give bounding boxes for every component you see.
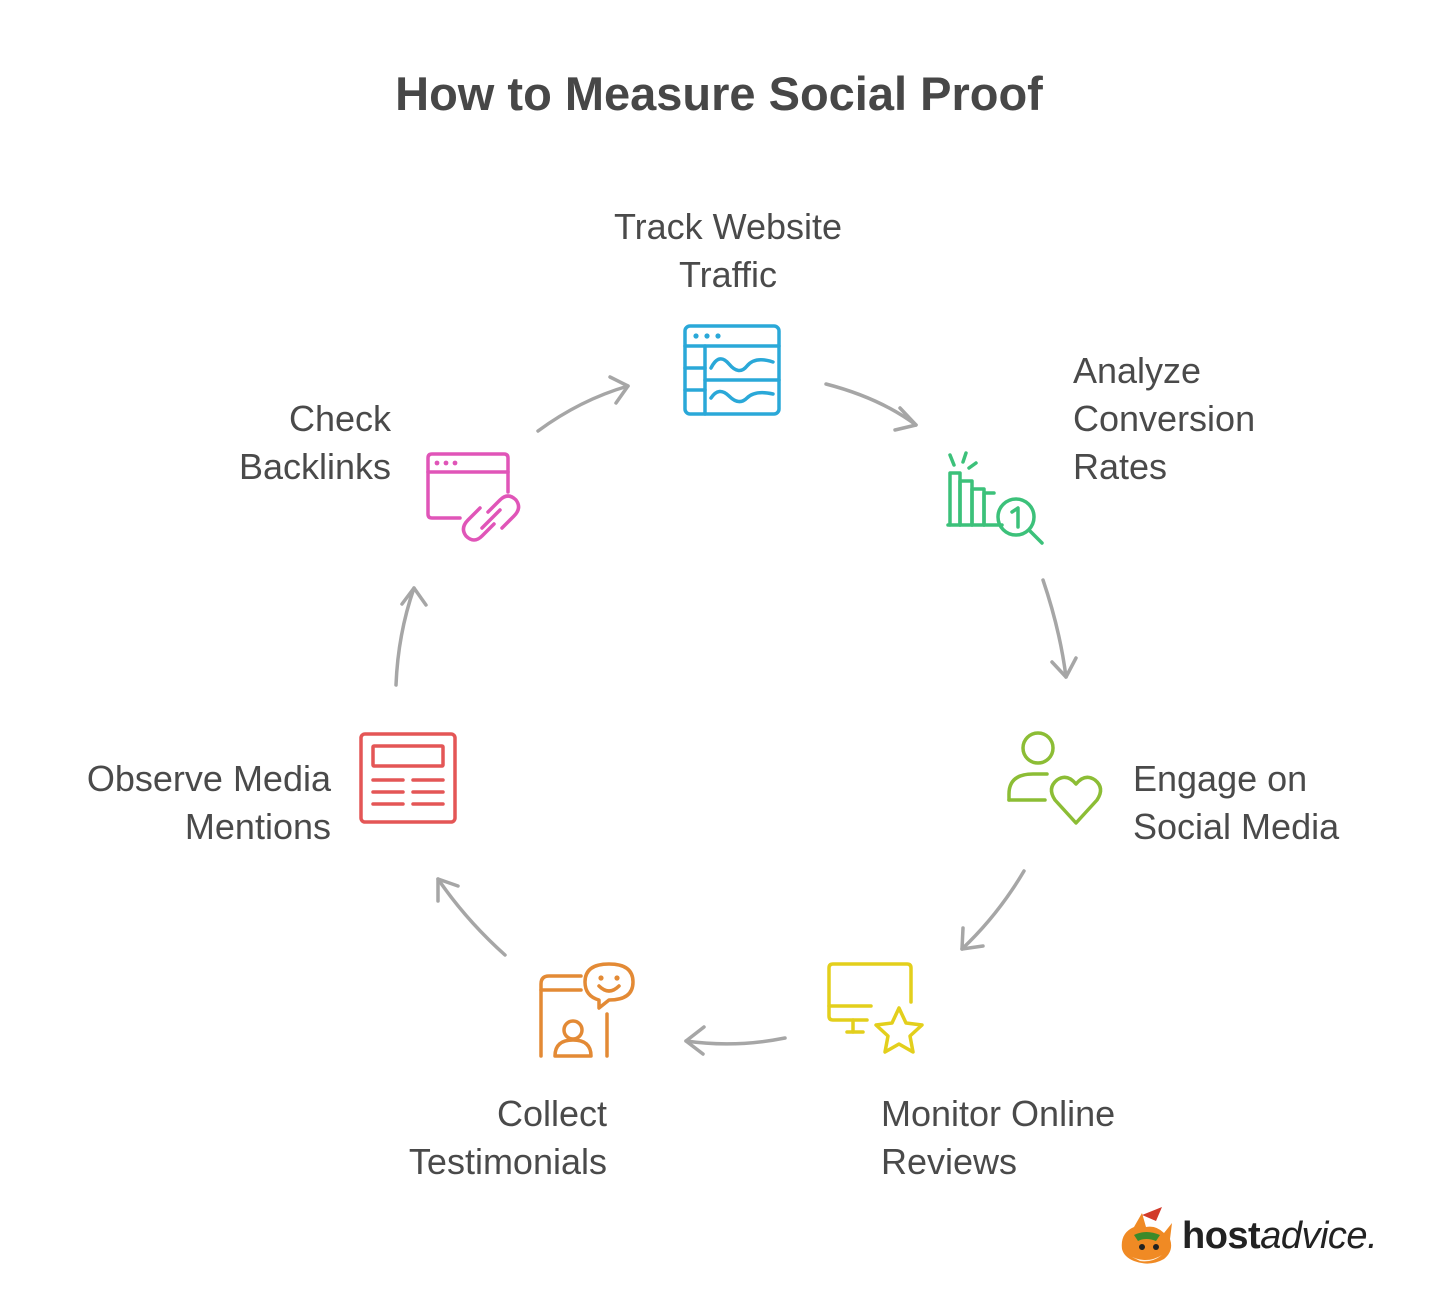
step-track-label: Track Website Traffic xyxy=(578,203,878,299)
step-track-line-2: Traffic xyxy=(678,254,777,295)
step-monitor-label: Monitor Online Reviews xyxy=(881,1090,1201,1186)
step-collect-line-1: Collect xyxy=(496,1093,607,1134)
arrow-observe-to-check xyxy=(394,586,428,687)
bar-chart-search-icon xyxy=(946,451,1044,545)
page-title: How to Measure Social Proof xyxy=(395,67,1043,120)
step-monitor-line-1: Monitor Online xyxy=(881,1093,1116,1134)
arrow-analyze-to-engage xyxy=(1041,578,1078,679)
step-analyze-label: Analyze Conversion Rates xyxy=(1073,347,1373,491)
fox-mascot-icon xyxy=(1121,1207,1172,1264)
step-observe-line-1: Observe Media xyxy=(86,758,331,799)
step-observe-label: Observe Media Mentions xyxy=(31,755,331,851)
step-track-line-1: Track Website xyxy=(613,206,843,247)
step-analyze-line-1: Analyze xyxy=(1073,350,1202,391)
brand-wordmark: hostadvice. xyxy=(1182,1215,1378,1258)
phone-chat-icon xyxy=(539,962,635,1058)
step-monitor-line-2: Reviews xyxy=(881,1141,1018,1182)
step-engage-line-1: Engage on xyxy=(1133,758,1308,799)
hostadvice-logo: hostadvice. xyxy=(1112,1205,1402,1271)
arrow-collect-to-observe xyxy=(436,877,507,957)
step-check-line-2: Backlinks xyxy=(238,446,391,487)
browser-link-icon xyxy=(426,452,521,542)
step-engage-label: Engage on Social Media xyxy=(1133,755,1433,851)
arrow-check-to-track xyxy=(536,375,630,433)
step-collect-line-2: Testimonials xyxy=(408,1141,607,1182)
step-engage-line-2: Social Media xyxy=(1133,806,1340,847)
step-observe-line-2: Mentions xyxy=(184,806,331,847)
arrow-engage-to-monitor xyxy=(960,869,1026,951)
arrow-monitor-to-collect xyxy=(684,1025,787,1056)
step-analyze-line-2: Conversion xyxy=(1073,398,1256,439)
brand-bold: host xyxy=(1182,1215,1261,1257)
user-heart-icon xyxy=(1007,731,1103,825)
monitor-star-icon xyxy=(827,962,924,1054)
newspaper-icon xyxy=(359,732,457,824)
step-check-label: Check Backlinks xyxy=(91,395,391,491)
brand-italic: advice. xyxy=(1260,1215,1378,1257)
step-analyze-line-3: Rates xyxy=(1073,446,1168,487)
step-check-line-1: Check xyxy=(288,398,391,439)
arrow-track-to-analyze xyxy=(824,382,918,432)
browser-wave-icon xyxy=(683,324,781,416)
step-collect-label: Collect Testimonials xyxy=(307,1090,607,1186)
